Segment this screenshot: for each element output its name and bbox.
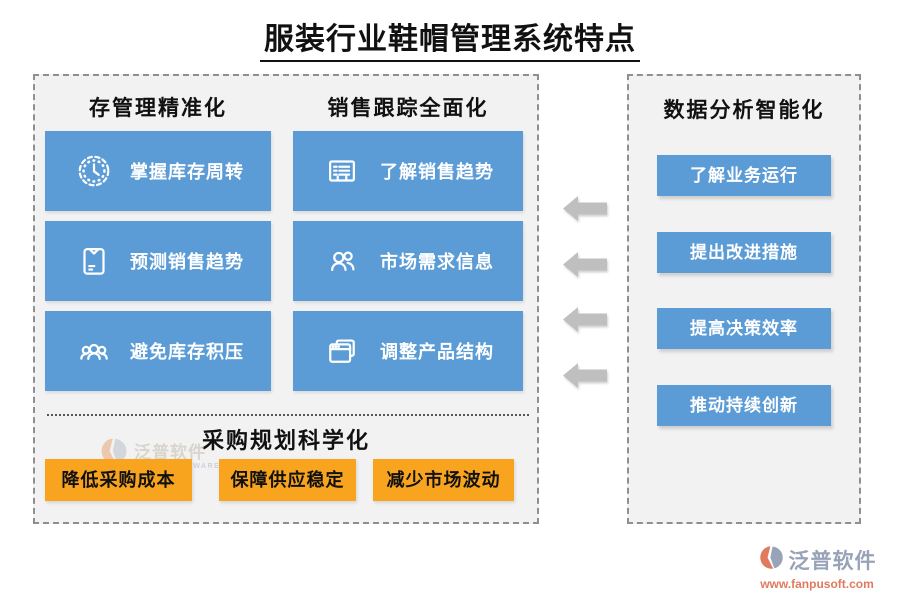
clock-icon — [75, 152, 113, 190]
left-arrow-icon — [562, 194, 608, 223]
page-title: 服装行业鞋帽管理系统特点 — [260, 14, 640, 62]
watermark-brand-text: 泛普软件 — [788, 550, 877, 573]
wallet-icon — [75, 242, 113, 280]
procurement-item-reduce-volatility: 减少市场波动 — [373, 459, 514, 501]
analysis-header: 数据分析智能化 — [663, 99, 825, 122]
feature-know-sales-trend: 了解销售趋势 — [293, 131, 523, 211]
dotted-divider — [47, 414, 529, 416]
report-list-icon — [323, 152, 361, 190]
data-analysis-panel: 数据分析智能化 了解业务运行 提出改进措施 提高决策效率 推动持续创新 — [627, 74, 861, 524]
column-header-inventory: 存管理精准化 — [89, 97, 227, 120]
inventory-sales-panel: 存管理精准化 销售跟踪全面化 掌握库存周转 预测销售趋势 — [33, 74, 539, 524]
stacked-windows-icon — [323, 332, 361, 370]
feature-label: 预测销售趋势 — [130, 252, 244, 272]
feature-avoid-overstock: 避免库存积压 — [45, 311, 271, 391]
feature-label: 调整产品结构 — [380, 342, 494, 362]
watermark-url: www.fanpusoft.com — [760, 577, 874, 591]
feature-adjust-product-mix: 调整产品结构 — [293, 311, 523, 391]
feature-market-demand: 市场需求信息 — [293, 221, 523, 301]
left-arrow-icon — [562, 250, 608, 279]
feature-label: 了解销售趋势 — [380, 162, 494, 182]
watermark-brand-text: 泛普软件 — [134, 442, 206, 462]
fanpu-logo-icon — [758, 544, 785, 576]
analysis-item-continuous-innovation: 推动持续创新 — [657, 385, 831, 426]
fanpu-logo-icon — [99, 436, 129, 471]
analysis-item-business-overview: 了解业务运行 — [657, 155, 831, 196]
procurement-header: 采购规划科学化 — [201, 428, 370, 453]
people-group-icon — [75, 332, 113, 370]
feature-predict-sales: 预测销售趋势 — [45, 221, 271, 301]
feature-label: 避免库存积压 — [130, 342, 244, 362]
two-people-icon — [323, 242, 361, 280]
title-bar: 服装行业鞋帽管理系统特点 — [0, 14, 900, 62]
left-arrow-icon — [562, 361, 608, 390]
left-arrow-icon — [562, 305, 608, 334]
procurement-item-stable-supply: 保障供应稳定 — [219, 459, 356, 501]
column-header-sales: 销售跟踪全面化 — [327, 97, 489, 120]
procurement-item-lower-cost: 降低采购成本 — [45, 459, 192, 501]
analysis-item-decision-efficiency: 提高决策效率 — [657, 308, 831, 349]
feature-label: 市场需求信息 — [380, 252, 494, 272]
analysis-item-improvements: 提出改进措施 — [657, 232, 831, 273]
watermark-bottom-right: 泛普软件 www.fanpusoft.com — [742, 544, 892, 591]
feature-label: 掌握库存周转 — [130, 162, 244, 182]
feature-inventory-turnover: 掌握库存周转 — [45, 131, 271, 211]
